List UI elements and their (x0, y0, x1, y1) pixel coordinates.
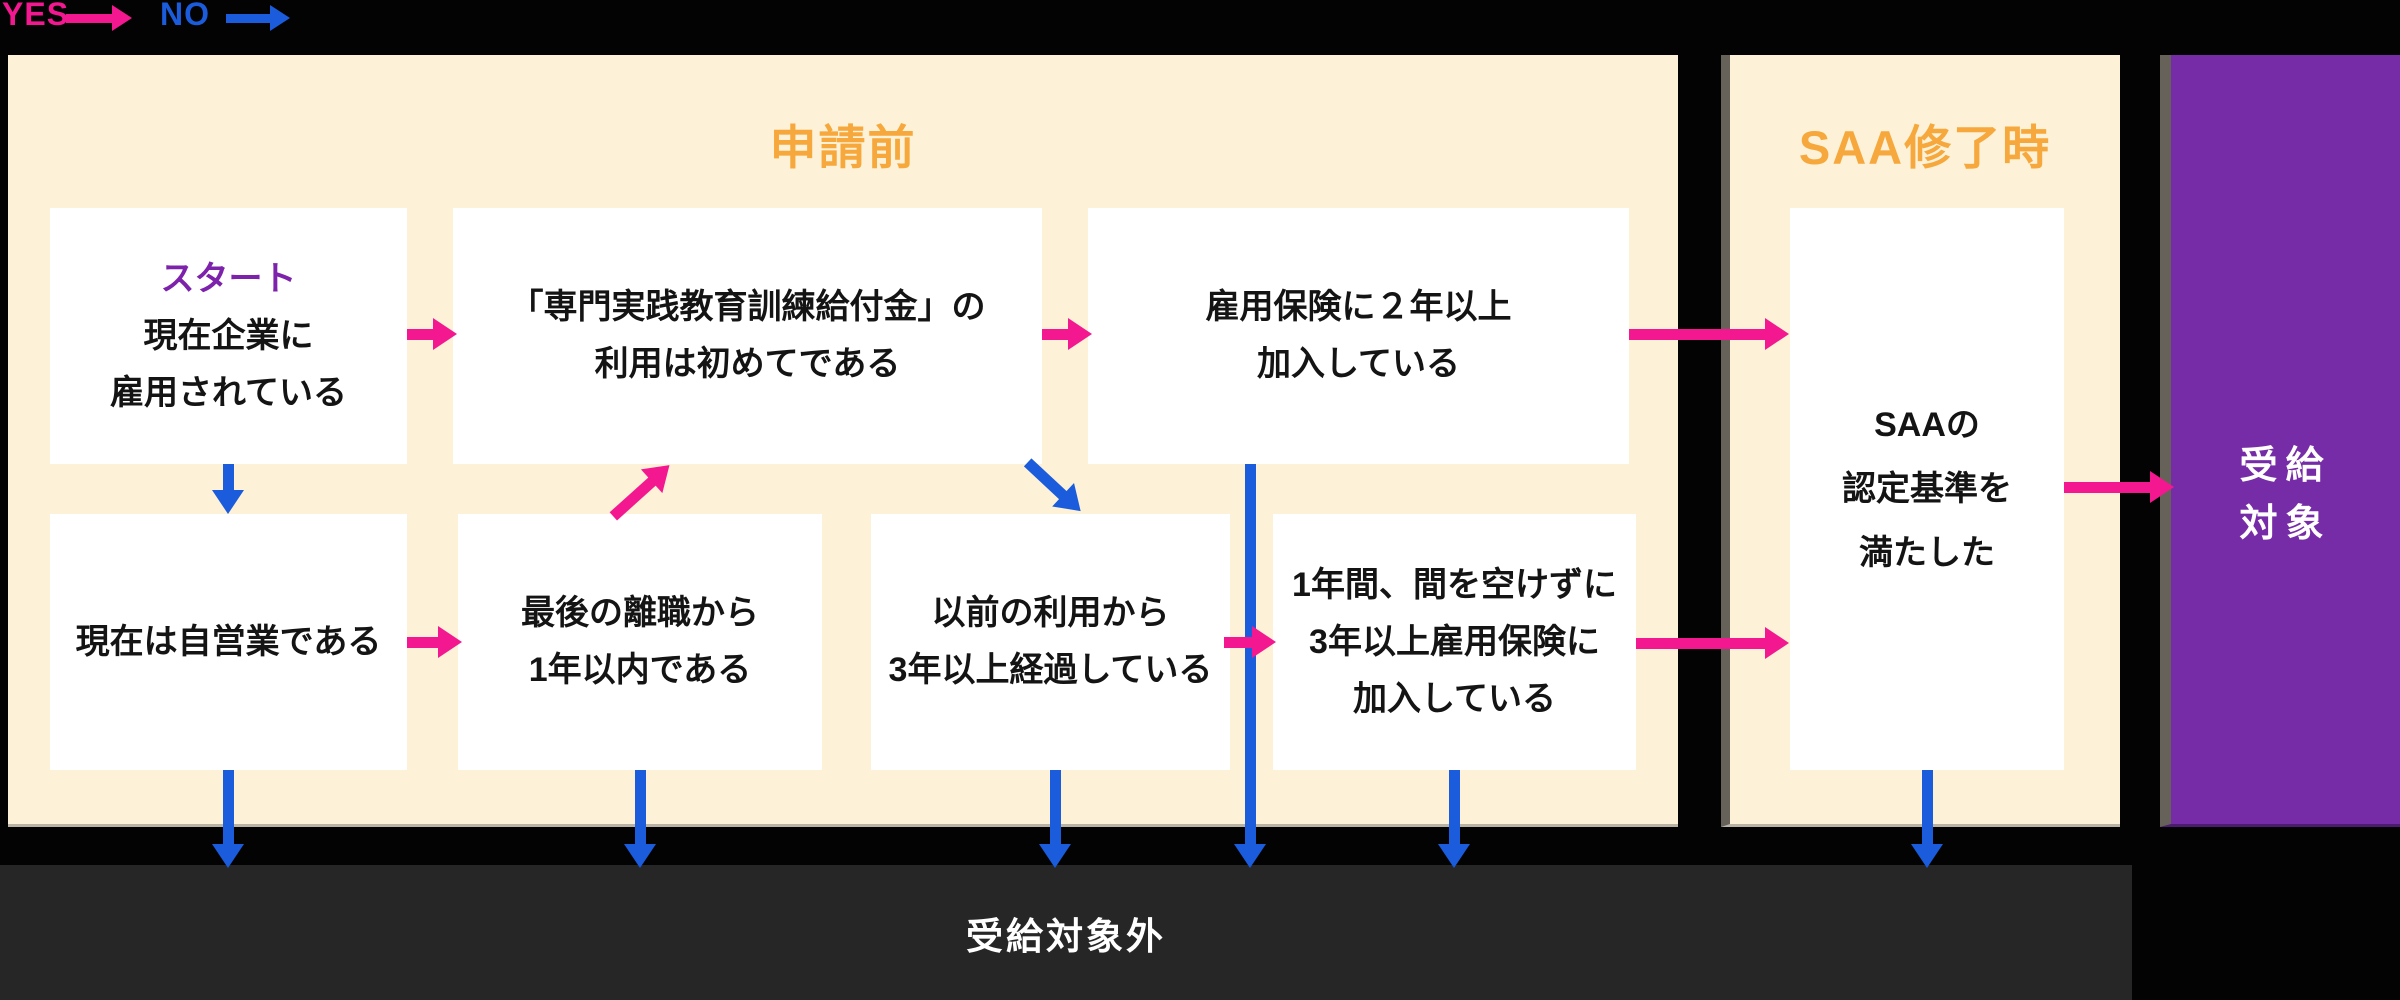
box-insured-3y-line: 3年以上雇用保険に (1309, 622, 1600, 661)
eligible-line: 対象 (2239, 503, 2332, 545)
box-insured-3y-line: 加入している (1353, 679, 1556, 718)
box-start: スタート 現在企業に 雇用されている (50, 208, 407, 464)
box-insured-3y: 1年間、間を空けずに 3年以上雇用保険に 加入している (1273, 514, 1636, 770)
eligible-line: 受給 (2239, 445, 2332, 487)
box-over-3y-line: 以前の利用から (931, 594, 1170, 632)
excluded-bar: 受給対象外 (0, 865, 2132, 1000)
box-within-1y: 最後の離職から 1年以内である (458, 514, 822, 770)
legend-no-label: NO (160, 0, 210, 32)
box-first-use: 「専門実践教育訓練給付金」の 利用は初めてである (453, 208, 1042, 464)
panel-before-application-title: 申請前 (769, 121, 917, 174)
box-start-line: 現在企業に (143, 316, 314, 355)
box-insured-2y-line: 雇用保険に２年以上 (1205, 288, 1512, 326)
box-insured-2y-line: 加入している (1257, 345, 1460, 383)
box-over-3y: 以前の利用から 3年以上経過している (871, 514, 1230, 770)
panel-eligible: 受給 対象 (2160, 55, 2400, 827)
box-within-1y-line: 1年以内である (528, 651, 752, 689)
box-first-use-line: 利用は初めてである (594, 345, 901, 383)
box-self-employed: 現在は自営業である (50, 514, 407, 770)
box-saa-criteria-line: 満たした (1859, 534, 1995, 572)
eligible-label: 受給 対象 (2171, 437, 2400, 553)
box-start-tag: スタート (160, 259, 297, 298)
box-start-line: 雇用されている (110, 373, 347, 412)
box-saa-criteria-line: 認定基準を (1842, 470, 2012, 508)
legend-yes-label: YES (2, 0, 70, 32)
box-insured-2y: 雇用保険に２年以上 加入している (1088, 208, 1629, 464)
box-over-3y-line: 3年以上経過している (888, 651, 1213, 689)
panel-saa-completion-title: SAA修了時 (1798, 121, 2052, 174)
box-within-1y-line: 最後の離職から (521, 594, 759, 632)
box-first-use-line: 「専門実践教育訓練給付金」の (509, 288, 986, 326)
box-insured-3y-line: 1年間、間を空けずに (1292, 565, 1617, 604)
box-self-employed-line: 現在は自営業である (75, 622, 382, 661)
excluded-label: 受給対象外 (966, 915, 1166, 957)
box-saa-criteria-line: SAAの (1874, 406, 1980, 444)
box-saa-criteria: SAAの 認定基準を 満たした (1790, 208, 2064, 770)
